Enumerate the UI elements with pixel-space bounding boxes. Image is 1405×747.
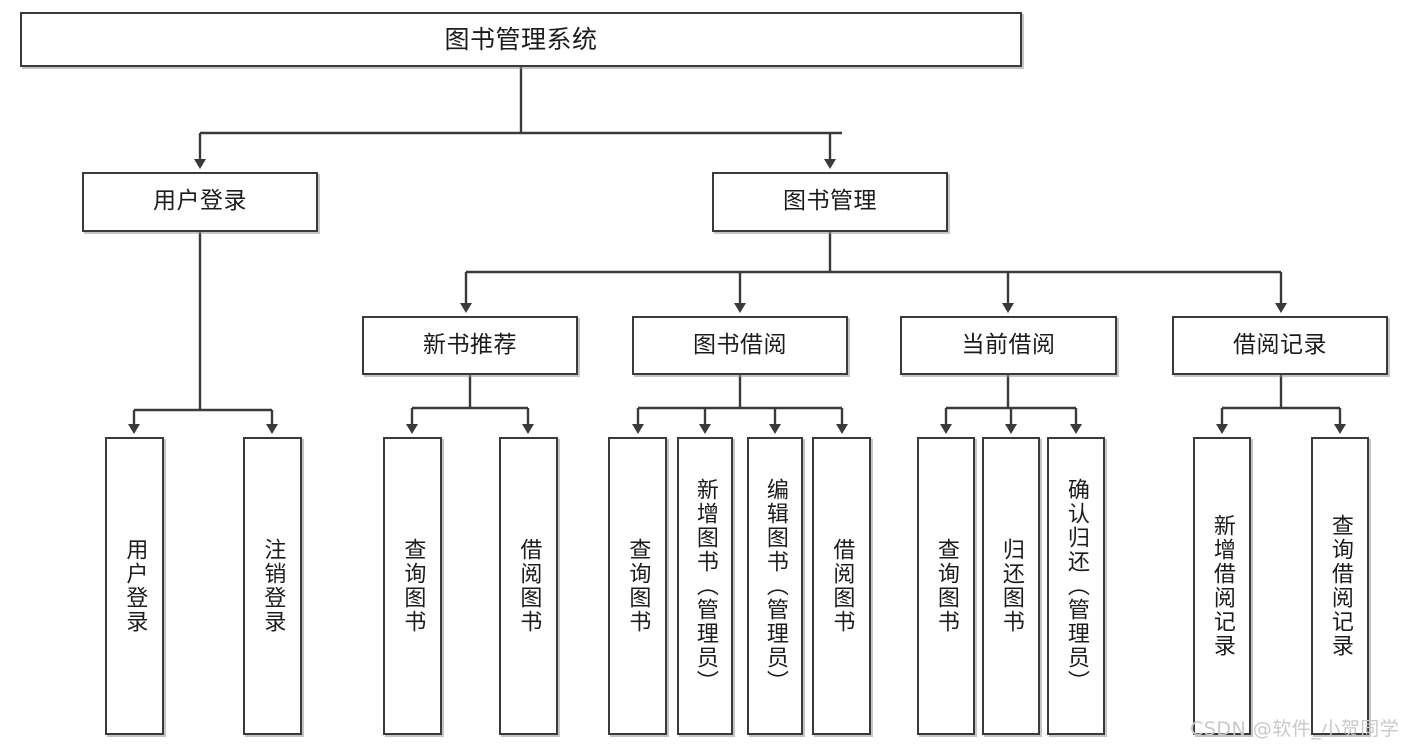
node-book-borrow[interactable]: 图书借阅 xyxy=(632,316,848,375)
leaf-current-borrow-query[interactable]: 查询图书 xyxy=(917,437,975,735)
leaf-book-borrow-query[interactable]: 查询图书 xyxy=(608,437,667,735)
leaf-current-borrow-confirm-return[interactable]: 确认归还（管理员） xyxy=(1047,437,1105,735)
node-label: 查询图书 xyxy=(625,538,651,634)
node-label: 编辑图书（管理员） xyxy=(762,478,788,694)
node-label: 用户登录 xyxy=(153,188,247,215)
leaf-book-borrow-add[interactable]: 新增图书（管理员） xyxy=(677,437,733,735)
node-label: 借阅图书 xyxy=(829,538,855,634)
node-label: 新增借阅记录 xyxy=(1209,514,1235,658)
node-label: 图书管理系统 xyxy=(444,24,598,54)
node-book-management-system[interactable]: 图书管理系统 xyxy=(20,12,1022,67)
node-user-login[interactable]: 用户登录 xyxy=(82,172,318,232)
node-label: 用户登录 xyxy=(122,538,148,634)
node-label: 新增图书（管理员） xyxy=(692,478,718,694)
node-label: 新书推荐 xyxy=(423,331,517,358)
node-label: 查询图书 xyxy=(400,538,426,634)
node-label: 当前借阅 xyxy=(961,331,1056,358)
leaf-user-login-signin[interactable]: 用户登录 xyxy=(105,437,164,735)
leaf-user-login-signout[interactable]: 注销登录 xyxy=(243,437,302,735)
node-label: 注销登录 xyxy=(260,538,286,634)
leaf-borrow-record-query[interactable]: 查询借阅记录 xyxy=(1311,437,1369,735)
leaf-new-book-query[interactable]: 查询图书 xyxy=(383,437,442,735)
leaf-book-borrow-borrow[interactable]: 借阅图书 xyxy=(812,437,871,735)
node-borrow-record[interactable]: 借阅记录 xyxy=(1172,316,1388,375)
leaf-borrow-record-add[interactable]: 新增借阅记录 xyxy=(1193,437,1251,735)
node-label: 借阅图书 xyxy=(516,538,542,634)
leaf-new-book-borrow[interactable]: 借阅图书 xyxy=(499,437,558,735)
node-label: 查询借阅记录 xyxy=(1327,514,1353,658)
node-new-book-recommend[interactable]: 新书推荐 xyxy=(362,316,578,375)
node-label: 图书管理 xyxy=(783,188,877,215)
node-book-management[interactable]: 图书管理 xyxy=(712,172,948,232)
node-label: 归还图书 xyxy=(998,538,1024,634)
leaf-book-borrow-edit[interactable]: 编辑图书（管理员） xyxy=(747,437,803,735)
node-label: 图书借阅 xyxy=(693,331,787,358)
leaf-current-borrow-return[interactable]: 归还图书 xyxy=(982,437,1040,735)
csdn-watermark: CSDN @软件_小贺同学 xyxy=(1190,718,1400,740)
node-label: 查询图书 xyxy=(933,538,959,634)
node-label: 借阅记录 xyxy=(1233,331,1327,358)
node-current-borrow[interactable]: 当前借阅 xyxy=(900,316,1117,375)
node-label: 确认归还（管理员） xyxy=(1063,478,1089,694)
